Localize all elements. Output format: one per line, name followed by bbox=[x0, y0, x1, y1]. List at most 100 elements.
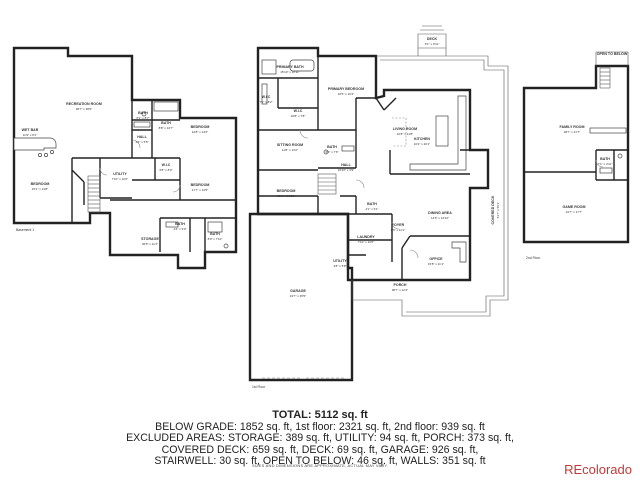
room-label: FAMILY ROOM bbox=[560, 125, 585, 129]
room-dims: 12'8" x 21'8" bbox=[397, 132, 413, 136]
room-label: UTILITY bbox=[113, 172, 127, 176]
room-label: DECK bbox=[427, 37, 438, 41]
room-dims: 8'0" x 7'10" bbox=[208, 237, 223, 241]
room-label: BATH bbox=[138, 111, 148, 115]
room-dims: 51'7" x 56'1" bbox=[496, 202, 500, 218]
room-dims: 7'10" x 10'0" bbox=[358, 240, 374, 244]
room-dims: 8'6" x 11'1" bbox=[391, 228, 406, 232]
second-floor-plan: OPEN TO BELOW FAMILY ROOM 28'7" x 21'7" … bbox=[522, 51, 630, 260]
room-label: LIVING ROOM bbox=[393, 127, 417, 131]
area-line: EXCLUDED AREAS: STORAGE: 389 sq. ft, UTI… bbox=[126, 432, 514, 445]
room-dims: 43'7" x 35'5" bbox=[290, 294, 306, 298]
first-floor-stairs bbox=[317, 173, 337, 195]
room-label: SITTING ROOM bbox=[277, 143, 303, 147]
room-dims: 4'4" x 9'0" bbox=[173, 227, 186, 231]
living-angle-wall bbox=[383, 97, 470, 151]
room-dims: 6'5" x 7'6" bbox=[325, 150, 338, 154]
room-label: DINING AREA bbox=[428, 211, 452, 215]
first-interior-walls bbox=[258, 56, 470, 280]
wet-bar-counter bbox=[589, 127, 627, 134]
room-dims: 17'7" x 14'5" bbox=[192, 188, 208, 192]
room-label: BATH bbox=[600, 157, 610, 161]
room-dims: 24'7" x 17'7" bbox=[566, 210, 582, 214]
area-summary: TOTAL: 5112 sq. ft BELOW GRADE: 1852 sq.… bbox=[0, 409, 640, 468]
room-label: PORCH bbox=[394, 283, 407, 287]
room-dims: 3'8" x 5'8" bbox=[333, 264, 346, 268]
second-interior-walls bbox=[524, 149, 628, 181]
room-dims: 8'8" x 10'7" bbox=[159, 126, 174, 130]
room-dims: 11'8" x 13'2" bbox=[282, 148, 298, 152]
room-label: BATH bbox=[175, 222, 185, 226]
room-label: BATH bbox=[161, 121, 171, 125]
second-floor-outline bbox=[522, 64, 630, 244]
room-label: BATH bbox=[210, 232, 220, 236]
shower bbox=[207, 221, 223, 233]
room-label: STORAGE bbox=[141, 237, 159, 241]
kitchen-island bbox=[435, 115, 449, 147]
room-dims: 28'7" x 21'7" bbox=[564, 130, 580, 134]
level-label: Basement 1 bbox=[16, 228, 34, 232]
bar-stool bbox=[38, 153, 42, 157]
room-dims: 6'1" x 9'11" bbox=[425, 42, 440, 46]
room-dims: 38'7" x 12'4" bbox=[392, 288, 408, 292]
room-label: BEDROOM bbox=[191, 125, 210, 129]
toilet bbox=[617, 153, 623, 159]
vanity bbox=[341, 145, 355, 152]
room-label: W.I.C bbox=[294, 109, 303, 113]
bar-stool bbox=[50, 150, 54, 154]
room-label: LAUNDRY bbox=[357, 235, 375, 239]
room-label: HALL bbox=[137, 135, 147, 139]
basement-stairs bbox=[87, 175, 101, 213]
door-swing bbox=[595, 159, 604, 168]
brand-watermark: REcolorado bbox=[564, 462, 632, 477]
room-label: BATH bbox=[367, 202, 377, 206]
room-label: BEDROOM bbox=[191, 183, 210, 187]
room-label: GAME ROOM bbox=[563, 205, 586, 209]
second-floor-stairs bbox=[599, 67, 611, 89]
room-label: WET BAR bbox=[22, 128, 39, 132]
vanity bbox=[599, 167, 613, 174]
room-dims: 4'2" x 5'5" bbox=[135, 140, 148, 144]
bathtub bbox=[153, 101, 179, 112]
level-label: 2nd Floor bbox=[526, 256, 541, 260]
area-line: STAIRWELL: 30 sq. ft, OPEN TO BELOW: 46 … bbox=[154, 455, 486, 468]
disclaimer: SIZES AND DIMENSIONS ARE APPROXIMATE, AC… bbox=[251, 463, 389, 468]
room-dims: 6'1" x 8'7" bbox=[136, 116, 149, 120]
basement-plan: RECREATION ROOM 28'7" x 38'6" WET BAR 11… bbox=[12, 46, 238, 270]
covered-deck-outline bbox=[351, 55, 509, 317]
room-dims: 28'7" x 38'6" bbox=[76, 107, 92, 111]
wet-bar-counter bbox=[13, 137, 57, 151]
room-label: GARAGE bbox=[290, 289, 306, 293]
room-dims: 15'1" x 14'8" bbox=[32, 187, 48, 191]
room-label: COVERED DECK bbox=[491, 195, 495, 224]
room-label: BEDROOM bbox=[31, 182, 50, 186]
door-swing bbox=[299, 129, 419, 259]
room-label: HALL bbox=[341, 163, 351, 167]
area-line: COVERED DECK: 659 sq. ft, DECK: 69 sq. f… bbox=[161, 443, 479, 456]
room-label: OPEN TO BELOW bbox=[597, 52, 628, 56]
room-dims: 36'8" x 11'4" bbox=[142, 242, 158, 246]
room-dims: 7'1" x 4'11" bbox=[598, 162, 613, 166]
deck-steps bbox=[417, 25, 447, 56]
room-dims: 16'2" x 20'1" bbox=[414, 142, 430, 146]
fireplace bbox=[392, 117, 407, 147]
room-dims: 10'8" x 7'8" bbox=[291, 114, 306, 118]
room-dims: 12'8" x 14'2" bbox=[192, 130, 208, 134]
door-swing bbox=[99, 139, 181, 193]
room-dims: 7'10" x 12'0" bbox=[112, 177, 128, 181]
room-dims: 15'10" x 3'9" bbox=[338, 168, 354, 172]
bathtub bbox=[289, 59, 315, 72]
open-to-below-outline bbox=[595, 51, 629, 66]
room-dims: 15'6" x 10'11" bbox=[277, 194, 295, 198]
toilet bbox=[141, 111, 147, 117]
first-floor-plan: PRIMARY BATH 15'10" x 16'11" W.I.C 7'0" … bbox=[248, 25, 509, 389]
room-label: BATH bbox=[327, 145, 337, 149]
room-label: W.I.C bbox=[262, 95, 271, 99]
deck-rail-inner bbox=[380, 59, 505, 313]
office-desk bbox=[451, 241, 467, 263]
room-dims: 7'0" x 8'2" bbox=[259, 100, 272, 104]
toilet bbox=[323, 149, 329, 155]
total-area: TOTAL: 5112 sq. ft bbox=[272, 409, 368, 421]
bar-stool bbox=[44, 153, 48, 157]
room-dims: 6'8" x 8'0" bbox=[159, 168, 172, 172]
